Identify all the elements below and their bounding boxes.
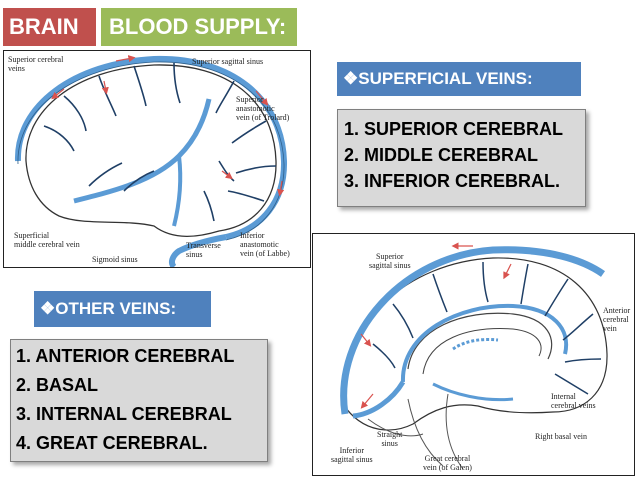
superficial-veins-drawing bbox=[14, 55, 288, 267]
list-item: 4. GREAT CEREBRAL. bbox=[16, 433, 208, 453]
label-superior-cerebral-veins: Superior cerebral veins bbox=[8, 55, 64, 73]
inferior-sagittal-sinus bbox=[400, 303, 569, 383]
label-transverse-sinus: Transverse sinus bbox=[186, 241, 221, 259]
list-item: 2. BASAL bbox=[16, 375, 99, 395]
basal-vein bbox=[432, 382, 514, 402]
superficial-veins-list: 1. SUPERIOR CEREBRAL 2. MIDDLE CEREBRAL … bbox=[344, 116, 585, 194]
label-anterior-cerebral-vein: Anterior cerebral vein bbox=[603, 306, 631, 333]
label-sigmoid-sinus: Sigmoid sinus bbox=[92, 255, 138, 264]
other-veins-box: 1. ANTERIOR CEREBRAL 2. BASAL 3. INTERNA… bbox=[10, 339, 268, 462]
brain-tag: BRAIN bbox=[3, 8, 96, 46]
list-item: 3. INFERIOR CEREBRAL. bbox=[344, 171, 561, 191]
brain-outline-lateral bbox=[25, 64, 277, 237]
brain-outline-medial bbox=[342, 257, 608, 431]
blood-supply-tag: BLOOD SUPPLY: bbox=[101, 8, 297, 46]
corpus-callosum bbox=[407, 312, 553, 370]
deep-veins-drawing bbox=[340, 242, 608, 470]
list-item: 3. INTERNAL CEREBRAL bbox=[16, 404, 232, 424]
straight-sinus bbox=[352, 380, 406, 419]
list-item: 2. MIDDLE CEREBRAL bbox=[344, 145, 539, 165]
other-veins-heading: ❖OTHER VEINS: bbox=[34, 291, 211, 327]
other-veins-list: 1. ANTERIOR CEREBRAL 2. BASAL 3. INTERNA… bbox=[16, 342, 267, 458]
transverse-sinus bbox=[168, 234, 227, 267]
superior-sagittal-sinus-lateral bbox=[14, 55, 288, 240]
superficial-veins-heading: ❖SUPERFICIAL VEINS: bbox=[337, 62, 581, 96]
label-superior-sagittal-sinus-2: Superior sagittal sinus bbox=[369, 252, 411, 270]
internal-cerebral-vein bbox=[452, 338, 499, 351]
deep-veins-diagram: Superior sagittal sinus Anterior cerebra… bbox=[312, 233, 635, 476]
list-item: 1. ANTERIOR CEREBRAL bbox=[16, 346, 235, 366]
label-inferior-sagittal-sinus: Inferior sagittal sinus bbox=[331, 446, 373, 464]
label-straight-sinus: Straight sinus bbox=[377, 430, 403, 448]
label-internal-cerebral-veins: Internal cerebral veins bbox=[551, 392, 596, 410]
superficial-veins-diagram: Superior cerebral veins Superior sagitta… bbox=[3, 50, 311, 268]
label-superficial-middle: Superficial middle cerebral vein bbox=[14, 231, 80, 249]
label-right-basal-vein: Right basal vein bbox=[535, 432, 587, 441]
label-superior-anastomotic: Superior anastomotic vein (of Trolard) bbox=[236, 95, 290, 122]
inferior-anastomotic-vein bbox=[172, 155, 183, 227]
label-great-cerebral-vein: Great cerebral vein (of Galen) bbox=[423, 454, 472, 472]
superior-sagittal-sinus-medial bbox=[340, 246, 606, 415]
label-superior-sagittal-sinus-1: Superior sagittal sinus bbox=[192, 57, 264, 66]
list-item: 1. SUPERIOR CEREBRAL bbox=[344, 119, 564, 139]
superficial-veins-box: 1. SUPERIOR CEREBRAL 2. MIDDLE CEREBRAL … bbox=[337, 109, 586, 207]
label-inferior-anastomotic: Inferior anastomotic vein (of Labbe) bbox=[240, 231, 290, 258]
